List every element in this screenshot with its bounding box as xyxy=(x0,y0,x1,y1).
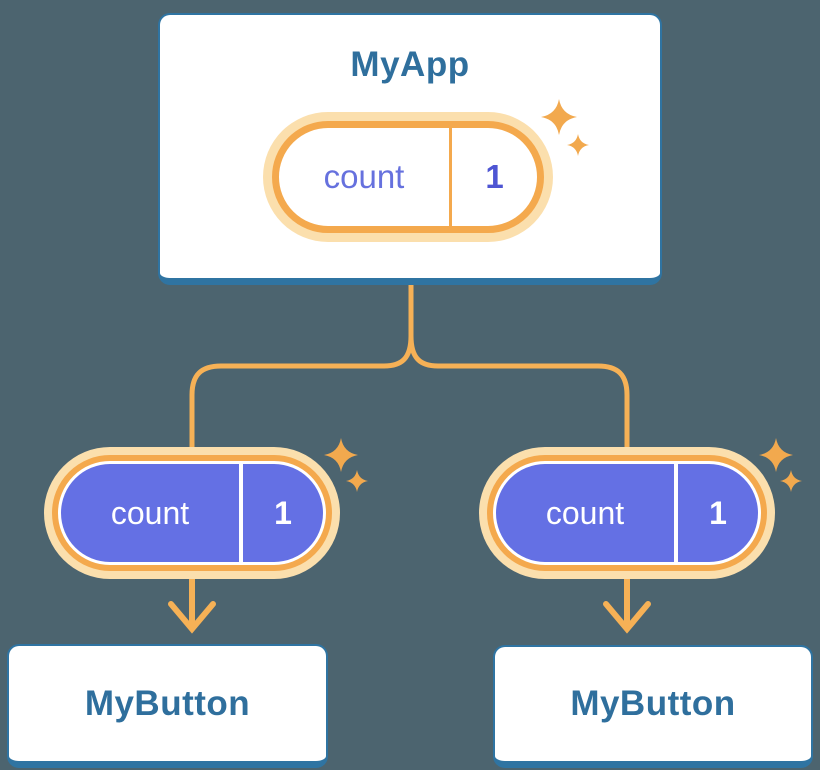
tree-connector xyxy=(189,285,630,452)
down-arrow-icon-right xyxy=(603,575,651,634)
prop-pill-value-right: 1 xyxy=(674,464,758,562)
myapp-title: MyApp xyxy=(350,45,470,84)
mybutton-title-right: MyButton xyxy=(570,684,736,723)
down-arrow-icon-left xyxy=(168,575,216,634)
mybutton-card-right: MyButton xyxy=(493,645,813,768)
prop-pill-label-left: count xyxy=(110,494,190,531)
prop-pill-label-right: count xyxy=(545,494,625,531)
prop-pill-left: count 1 xyxy=(44,447,340,579)
prop-pill-ring-left: count 1 xyxy=(52,455,332,571)
mybutton-title-left: MyButton xyxy=(84,683,251,723)
prop-pill-ring-right: count 1 xyxy=(487,455,767,571)
state-pill-ring: count 1 xyxy=(272,121,544,233)
state-pill-label: count xyxy=(323,158,405,195)
mybutton-card-left: MyButton xyxy=(7,644,328,768)
prop-pill-value-left: 1 xyxy=(239,464,323,562)
prop-pill-right: count 1 xyxy=(479,447,775,579)
state-pill-value: 1 xyxy=(449,128,537,226)
state-pill-root: count 1 xyxy=(263,112,553,242)
